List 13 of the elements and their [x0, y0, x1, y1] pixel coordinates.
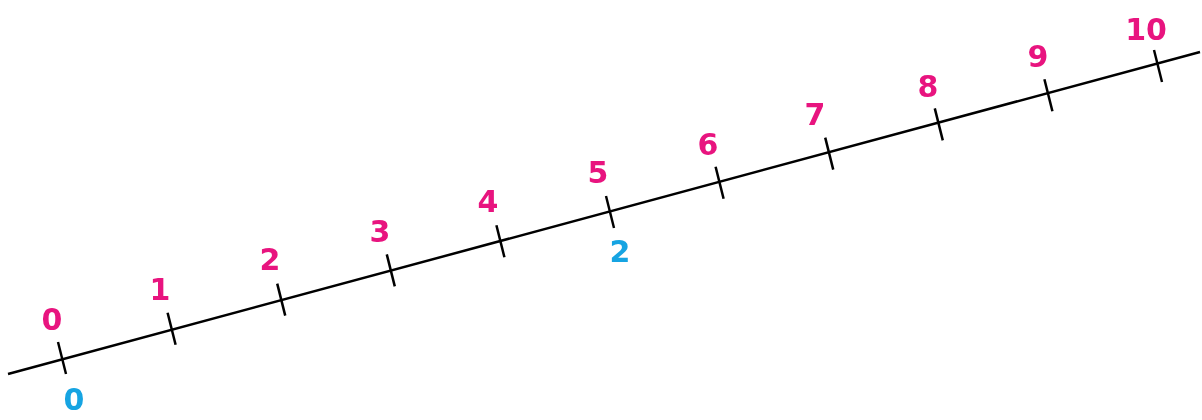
tick-label: 8: [917, 72, 939, 102]
tick-label: 5: [587, 158, 609, 188]
tick-label: 7: [804, 100, 826, 130]
tick-label: 9: [1027, 42, 1049, 72]
tick-label: 6: [697, 130, 719, 160]
tick-label: 1: [149, 275, 171, 305]
tick-label: 4: [477, 187, 499, 217]
tick-label: 3: [369, 217, 391, 247]
scale-label: 2: [609, 237, 631, 267]
tick-label: 10: [1125, 15, 1167, 45]
scale-label: 0: [63, 385, 85, 415]
tick-label: 0: [41, 305, 63, 335]
tick-label: 2: [259, 245, 281, 275]
